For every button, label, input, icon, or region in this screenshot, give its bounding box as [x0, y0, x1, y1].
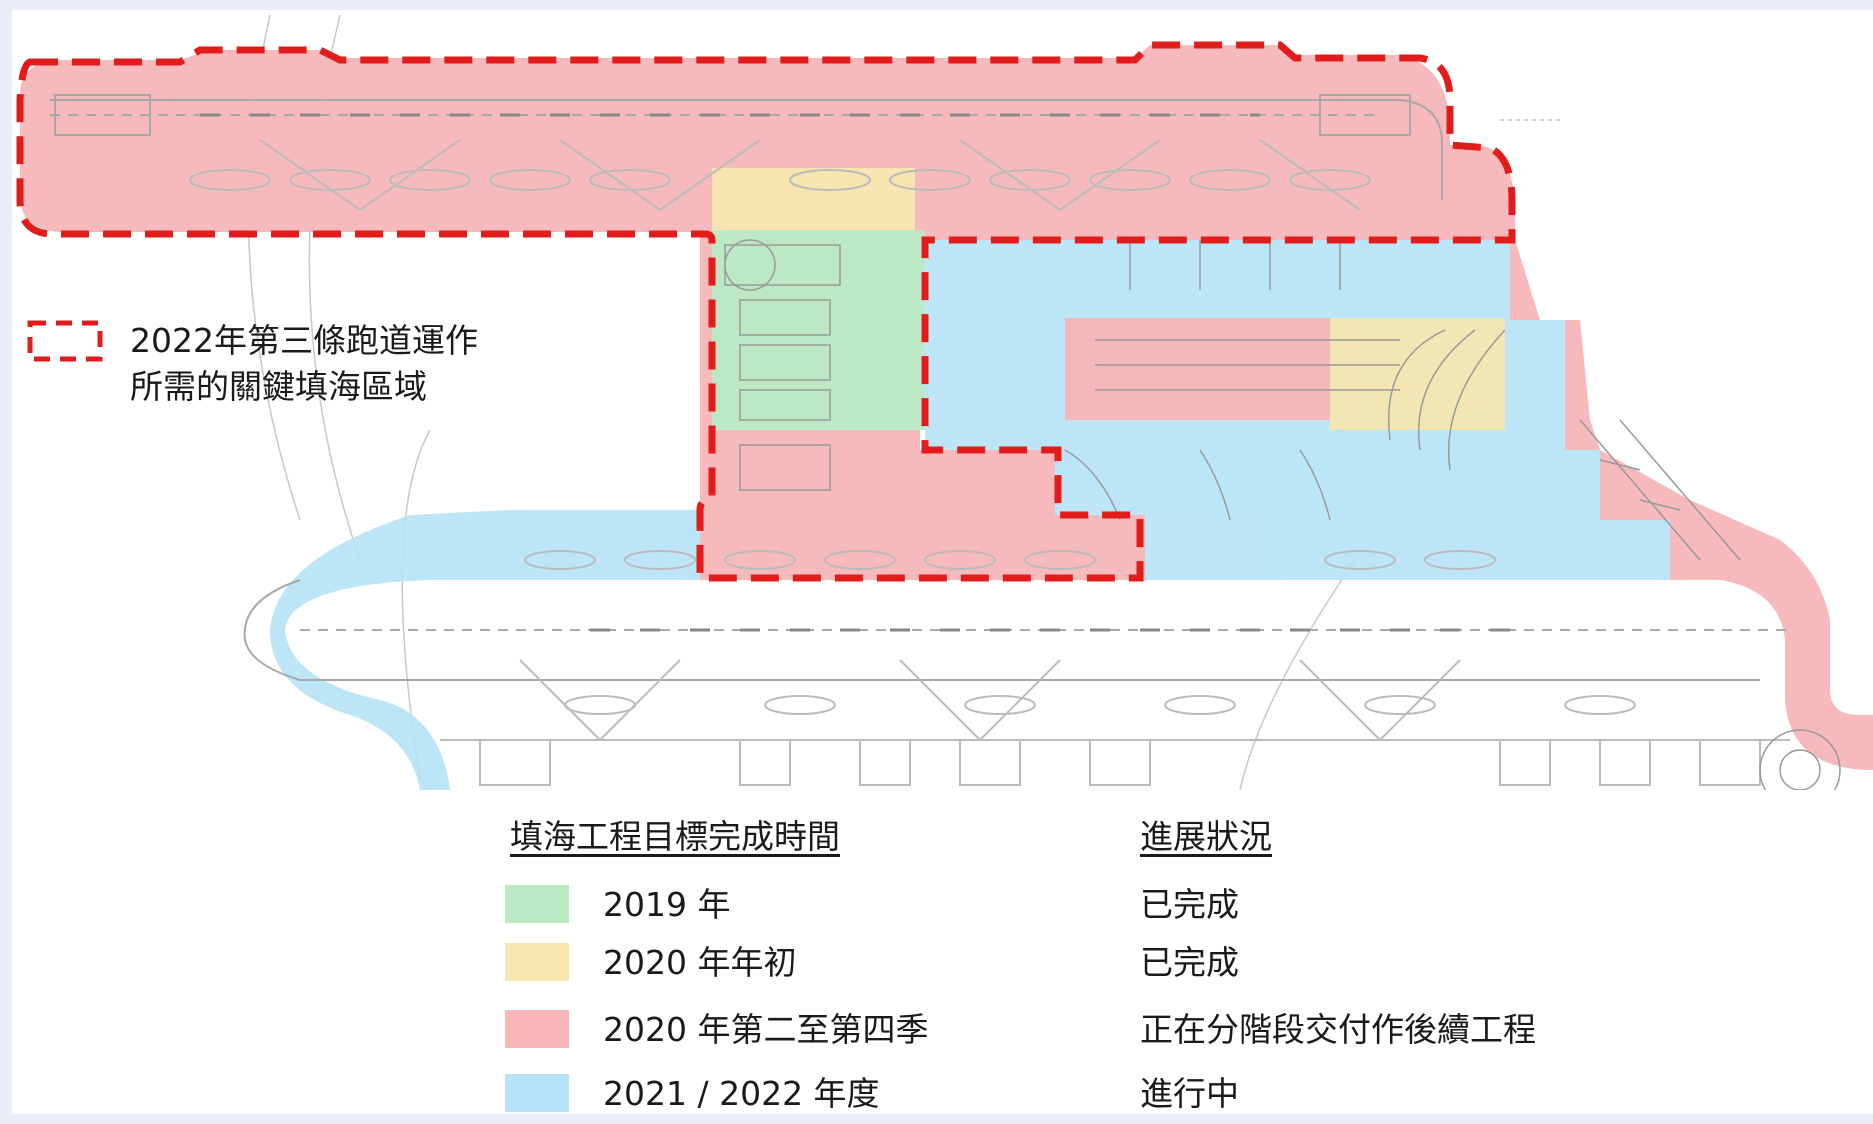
- legend-heading-status: 進展狀況: [1140, 817, 1272, 856]
- critical-area-callout: 2022年第三條跑道運作 所需的關鍵填海區域: [130, 318, 478, 410]
- legend-status: 已完成: [1140, 885, 1239, 924]
- legend-swatch-yellow: [505, 943, 569, 981]
- legend-swatch-blue: [505, 1074, 569, 1112]
- legend-status: 已完成: [1140, 943, 1239, 982]
- legend-status: 進行中: [1140, 1074, 1239, 1113]
- legend-row: 2019 年 已完成: [0, 885, 1873, 935]
- runway-plan: [50, 94, 1841, 790]
- legend-row: 2020 年年初 已完成: [0, 943, 1873, 993]
- zone-2020-early: [712, 168, 1505, 430]
- legend-status: 正在分階段交付作後續工程: [1140, 1010, 1536, 1049]
- legend-swatch-pink: [505, 1010, 569, 1048]
- legend-label: 2020 年年初: [603, 943, 797, 982]
- legend-label: 2021 / 2022 年度: [603, 1074, 880, 1113]
- zone-2019: [712, 230, 925, 430]
- callout-dashed-symbol: [27, 320, 103, 362]
- legend-row: 2021 / 2022 年度 進行中: [0, 1074, 1873, 1124]
- callout-line-1: 2022年第三條跑道運作: [130, 321, 478, 360]
- callout-line-2: 所需的關鍵填海區域: [130, 367, 427, 406]
- legend-label: 2019 年: [603, 885, 731, 924]
- legend-heading-target: 填海工程目標完成時間: [510, 817, 840, 856]
- reclamation-map: [16, 14, 1873, 790]
- legend-label: 2020 年第二至第四季: [603, 1010, 929, 1049]
- critical-reclamation-boundary: [16, 41, 1516, 582]
- legend-swatch-green: [505, 885, 569, 923]
- legend-row: 2020 年第二至第四季 正在分階段交付作後續工程: [0, 1010, 1873, 1060]
